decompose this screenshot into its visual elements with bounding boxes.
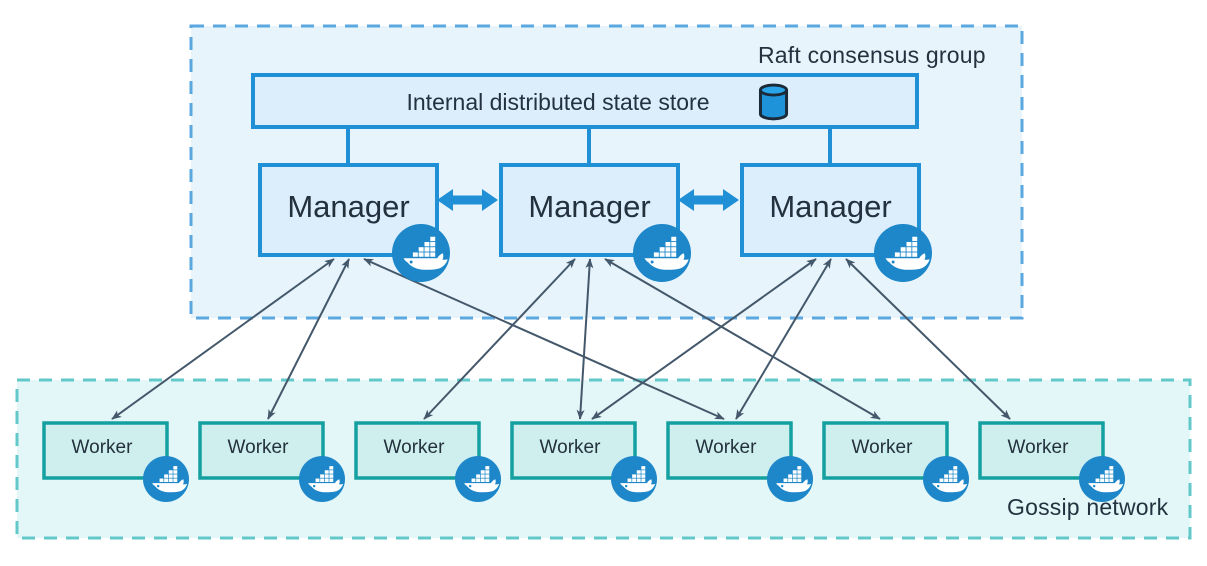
manager-worker-links: [111, 258, 1011, 420]
internal-state-store-label: Internal distributed state store: [406, 89, 710, 115]
worker-node-2: [198, 421, 325, 480]
manager-peer-arrows: [437, 189, 739, 211]
internal-state-store-box: [251, 73, 919, 129]
worker-node-4: [510, 421, 637, 480]
peer-arrow-manager1-manager2: [437, 189, 498, 211]
peer-arrow-manager2-manager3: [678, 189, 739, 211]
zone-label-gossip: Gossip network: [1007, 494, 1169, 520]
worker-label-7: Worker: [1007, 437, 1069, 458]
docker-whale-icon-worker-1: [143, 456, 189, 502]
link-manager3-worker5: [735, 258, 832, 420]
worker-label-5: Worker: [695, 437, 757, 458]
store-manager-connectors: [346, 127, 832, 167]
zone-label-raft: Raft consensus group: [758, 42, 986, 68]
docker-whale-icon-worker-4: [611, 456, 657, 502]
docker-whale-icon-manager-2: [633, 224, 691, 282]
worker-label-4: Worker: [539, 437, 601, 458]
docker-whale-icon-manager-1: [392, 224, 450, 282]
worker-label-3: Worker: [383, 437, 445, 458]
link-manager2-worker4: [576, 258, 594, 420]
manager-label-2: Manager: [528, 189, 651, 224]
docker-whale-icon-worker-2: [299, 456, 345, 502]
docker-whale-icon-worker-3: [455, 456, 501, 502]
link-manager3-worker7: [845, 258, 1011, 420]
manager-label-3: Manager: [769, 189, 892, 224]
worker-label-2: Worker: [227, 437, 289, 458]
worker-label-1: Worker: [71, 437, 133, 458]
manager-label-1: Manager: [287, 189, 410, 224]
docker-whale-icon-worker-5: [767, 456, 813, 502]
worker-label-6: Worker: [851, 437, 913, 458]
docker-whale-icon-worker-6: [923, 456, 969, 502]
link-manager2-worker3: [423, 258, 576, 420]
docker-whale-icon-manager-3: [874, 224, 932, 282]
link-manager1-worker2: [267, 258, 350, 420]
